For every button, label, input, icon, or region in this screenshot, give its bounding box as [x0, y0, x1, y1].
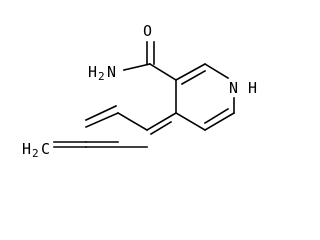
- bond-exo-c4-ch: [145, 111, 178, 132]
- bond-carbonyl-ring: [148, 62, 178, 82]
- bond-ring-c2-n1: [203, 62, 230, 80]
- bond-ring-c3-c2: [174, 62, 207, 82]
- bond-allyl-single: [116, 111, 149, 132]
- bond-ring-c6-c5-inner: [203, 107, 230, 125]
- atom-terminal-c: C: [41, 140, 50, 158]
- atom-terminal-c-h: H: [22, 140, 31, 158]
- bond-exo-c4-ch-inner: [149, 120, 173, 136]
- atom-amide-n-subscript: 2: [98, 70, 105, 83]
- atom-ring-n-h: H: [248, 79, 257, 97]
- atom-ring-n: N: [229, 79, 238, 97]
- atom-amide-n: N: [107, 63, 116, 81]
- atom-terminal-c-subscript: 2: [32, 147, 39, 160]
- bond-vinyl-double-2: [84, 104, 118, 122]
- atom-oxygen: O: [143, 22, 152, 40]
- bond-ring-c6-c5: [203, 111, 236, 132]
- bond-carbonyl-n: [123, 63, 151, 71]
- bond-vinyl-double-1: [84, 111, 120, 129]
- chemical-structure: O H 2 N N H H 2 C: [22, 22, 257, 160]
- bond-ring-c5-c4: [174, 111, 207, 132]
- bond-ring-c3-c2-inner: [180, 69, 207, 86]
- atom-amide-n-h: H: [88, 63, 97, 81]
